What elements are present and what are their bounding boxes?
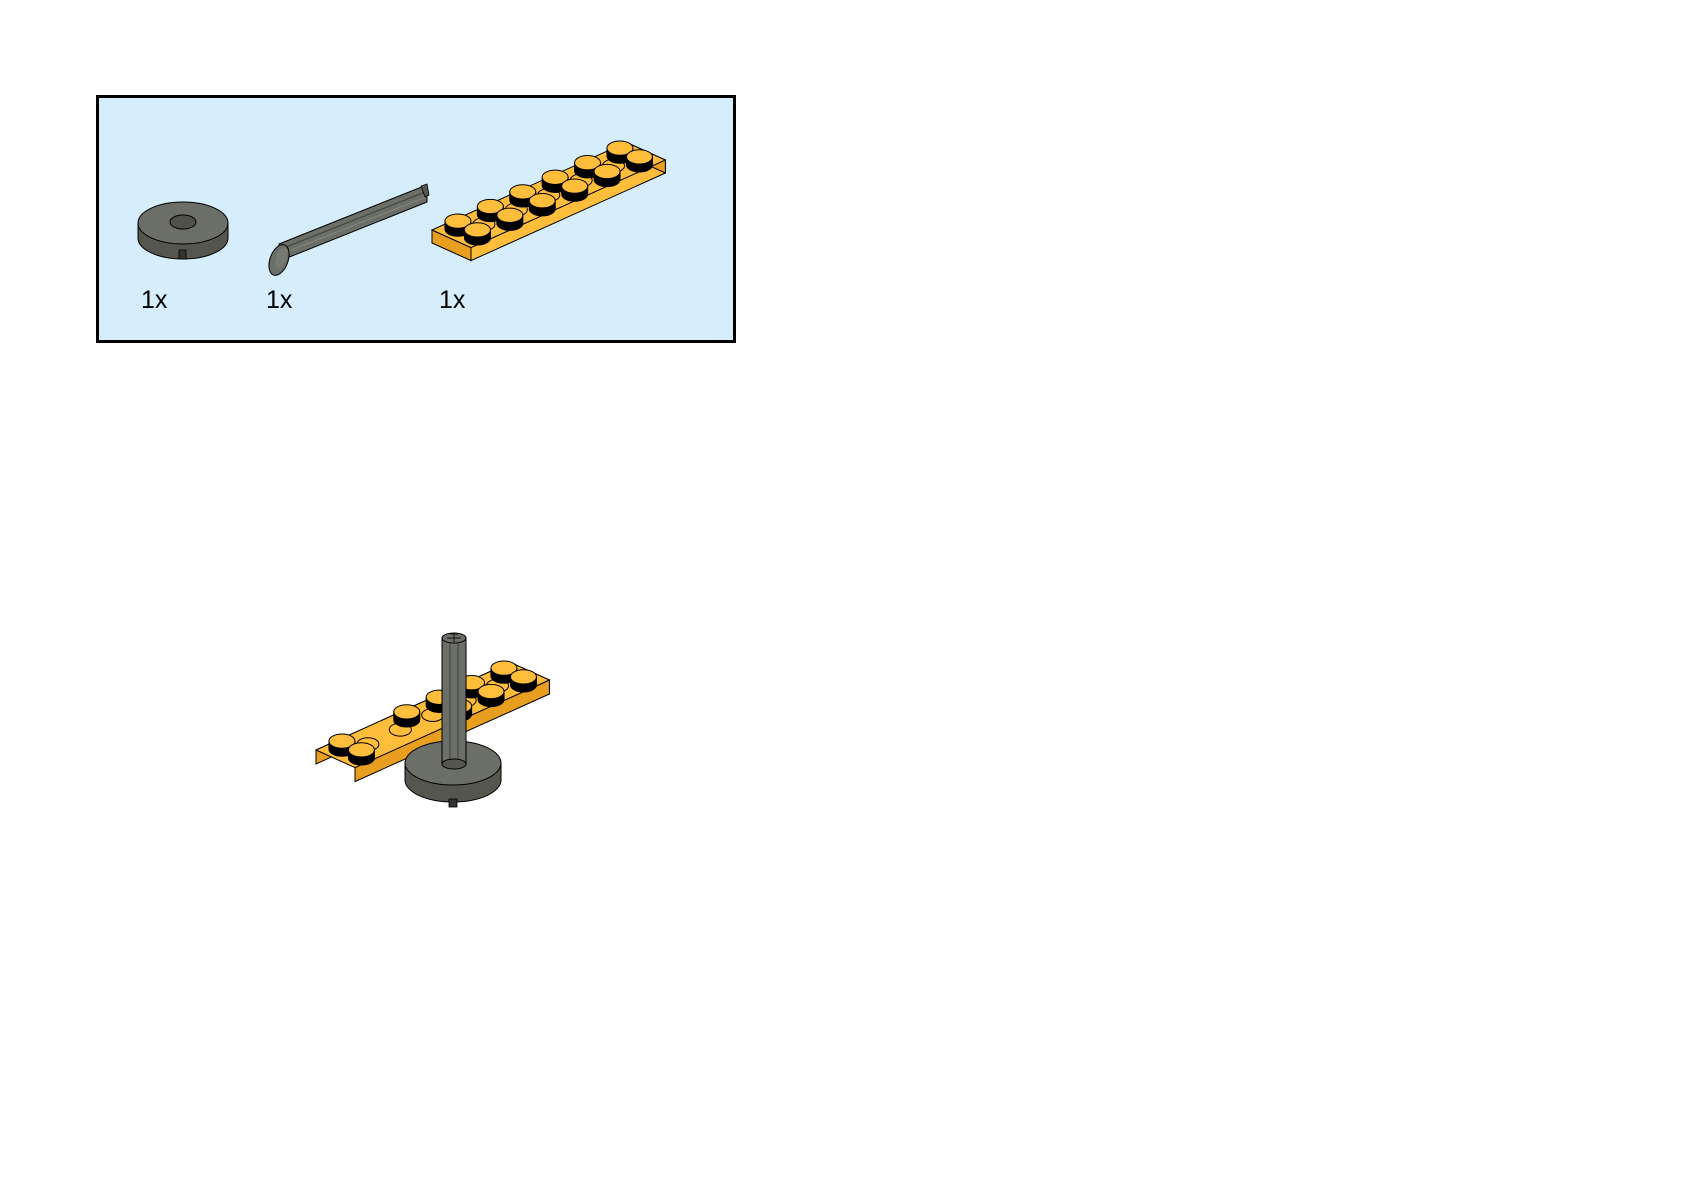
stud-top — [593, 163, 621, 180]
stud-top — [444, 213, 472, 229]
stud-top — [606, 140, 634, 156]
stud-top — [393, 704, 421, 720]
stud-top — [347, 742, 375, 758]
stud-top — [476, 198, 504, 215]
part-quantity: 1x — [266, 286, 293, 314]
axle-shaft — [441, 637, 467, 765]
axle-cross-end — [447, 633, 461, 642]
stud-top — [496, 207, 524, 223]
part-quantity: 1x — [141, 286, 168, 314]
stud-top — [509, 669, 537, 685]
stud-top — [528, 193, 556, 209]
stud-top — [490, 660, 518, 676]
stud-top — [463, 222, 491, 238]
part-quantity: 1x — [439, 286, 466, 314]
part-round-plate: 1x — [119, 98, 239, 338]
stud-top — [625, 149, 653, 165]
parts-list-panel: 1x 1x 1x — [96, 95, 736, 343]
stud-top — [574, 155, 602, 171]
stud-top — [477, 683, 505, 700]
stud-top — [541, 169, 569, 185]
stud-top — [561, 178, 589, 194]
axle-pin-icon — [268, 183, 430, 276]
part-axle-pin: 1x — [259, 98, 430, 338]
part-yellow-plate: 1x — [429, 98, 719, 338]
stud-top — [328, 733, 356, 749]
stud-top — [509, 184, 537, 200]
disc-notch — [448, 798, 458, 808]
axle-base — [441, 758, 467, 770]
yellow-plate-icon — [430, 140, 667, 262]
round-plate-icon — [137, 201, 229, 260]
assembled-model-icon — [314, 632, 551, 808]
